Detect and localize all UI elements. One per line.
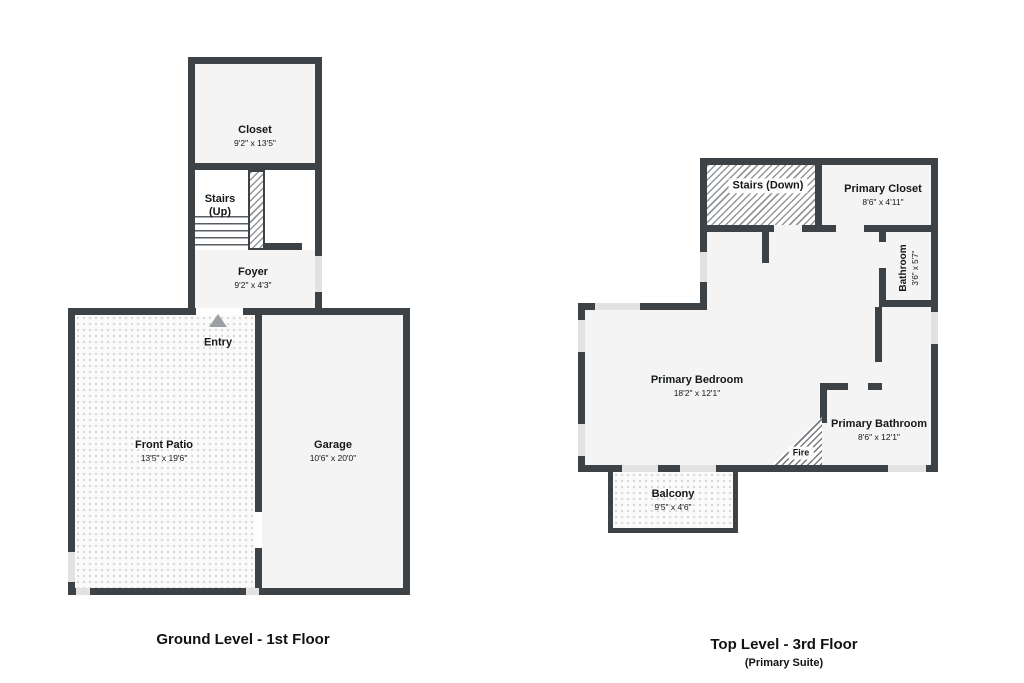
room-dims: 9'2" x 4'3" bbox=[234, 280, 272, 291]
window-marker bbox=[246, 588, 259, 595]
room-name: Balcony bbox=[651, 488, 695, 501]
primary-bathroom-wall bbox=[868, 383, 882, 390]
window-marker bbox=[68, 552, 75, 582]
wall bbox=[188, 163, 322, 170]
room-dims: 13'5" x 19'6" bbox=[140, 453, 188, 464]
room-name: Primary Bedroom bbox=[650, 374, 744, 387]
room-name: Fire bbox=[788, 446, 814, 460]
window-marker bbox=[76, 588, 90, 595]
stairs-down-hatch bbox=[707, 165, 815, 225]
patio-garage-divider-wall bbox=[255, 308, 262, 512]
bathroom-wall bbox=[879, 232, 886, 242]
front-patio-floor bbox=[75, 315, 255, 588]
wall bbox=[243, 308, 410, 315]
room-name: Entry bbox=[203, 336, 233, 349]
wall bbox=[403, 308, 410, 595]
wall bbox=[762, 225, 769, 263]
wall bbox=[315, 57, 322, 315]
ground-floor-title: Ground Level - 1st Floor bbox=[156, 631, 330, 648]
wall bbox=[68, 588, 410, 595]
room-label-balcony: Balcony 9'5" x 4'6" bbox=[652, 488, 695, 514]
room-label-primary-closet: Primary Closet 8'6" x 4'11" bbox=[844, 183, 922, 209]
room-dims: 9'5" x 4'6" bbox=[654, 502, 692, 513]
room-label-stairs-up: Stairs (Up) bbox=[193, 193, 247, 219]
balcony-floor bbox=[613, 472, 733, 528]
top-floor-subtitle: (Primary Suite) bbox=[744, 657, 824, 670]
room-label-garage: Garage 10'6" x 20'0" bbox=[310, 439, 357, 465]
wall bbox=[700, 158, 707, 310]
stairs-up-treads bbox=[195, 216, 248, 250]
balcony-wall bbox=[733, 472, 738, 533]
wall bbox=[864, 225, 938, 232]
foyer-floor bbox=[195, 250, 315, 308]
window-marker bbox=[700, 252, 707, 282]
room-name: Foyer bbox=[238, 266, 268, 279]
window-marker bbox=[578, 424, 585, 456]
wall bbox=[578, 303, 585, 472]
window-marker bbox=[888, 465, 926, 472]
wall bbox=[188, 57, 195, 315]
wall bbox=[188, 57, 322, 64]
room-label-foyer: Foyer 9'2" x 4'3" bbox=[234, 266, 271, 292]
room-label-stairs-down: Stairs (Down) bbox=[728, 178, 808, 194]
top-floor-title: Top Level - 3rd Floor (Primary Suite) bbox=[710, 636, 857, 671]
room-label-front-patio: Front Patio 13'5" x 19'6" bbox=[135, 439, 193, 465]
garage-floor bbox=[262, 315, 403, 588]
room-label-closet: Closet 9'2" x 13'5" bbox=[234, 124, 276, 150]
bathroom-wall bbox=[879, 268, 886, 307]
room-dims: 18'2" x 12'1" bbox=[673, 388, 721, 399]
primary-bathroom-wall bbox=[820, 383, 827, 423]
closet-floor bbox=[195, 64, 315, 163]
window-marker bbox=[931, 312, 938, 344]
room-name: Primary Bathroom bbox=[831, 418, 927, 431]
room-name: Primary Closet bbox=[844, 183, 922, 196]
room-label-bathroom: Bathroom 3'6" x 5'7" bbox=[898, 244, 922, 291]
wall bbox=[68, 308, 196, 315]
patio-garage-divider-wall bbox=[255, 548, 262, 595]
wall bbox=[875, 307, 882, 362]
primary-bathroom-wall bbox=[820, 383, 848, 390]
room-label-primary-bedroom: Primary Bedroom 18'2" x 12'1" bbox=[651, 374, 743, 400]
wall bbox=[578, 303, 707, 310]
room-name: Closet bbox=[238, 124, 272, 137]
stair-wall-hatch bbox=[248, 170, 265, 250]
bathroom-wall bbox=[879, 300, 938, 307]
wall bbox=[802, 225, 822, 232]
room-name: Garage bbox=[314, 439, 352, 452]
window-marker bbox=[315, 256, 322, 292]
wall bbox=[822, 225, 836, 232]
top-floor-title-text: Top Level - 3rd Floor bbox=[710, 636, 858, 653]
entry-arrow-icon bbox=[209, 314, 227, 327]
room-dims: 9'2" x 13'5" bbox=[234, 138, 276, 149]
window-marker bbox=[595, 303, 640, 310]
wall bbox=[578, 465, 938, 472]
fireplace-label: Fire bbox=[788, 446, 814, 460]
room-dims: 8'6" x 12'1" bbox=[858, 432, 900, 443]
window-marker bbox=[578, 320, 585, 352]
room-name: Stairs (Down) bbox=[728, 178, 808, 194]
stairs-closet-divider-wall bbox=[815, 158, 822, 232]
wall bbox=[700, 225, 774, 232]
room-label-primary-bathroom: Primary Bathroom 8'6" x 12'1" bbox=[831, 418, 927, 444]
room-name: Front Patio bbox=[134, 439, 194, 452]
balcony-wall bbox=[608, 472, 613, 533]
entry-label: Entry bbox=[204, 336, 232, 349]
room-dims: 10'6" x 20'0" bbox=[309, 453, 357, 464]
wall bbox=[265, 243, 302, 250]
room-dims: 8'6" x 4'11" bbox=[862, 197, 904, 208]
room-name: Bathroom bbox=[898, 244, 909, 292]
wall bbox=[68, 308, 75, 595]
balcony-door-marker bbox=[622, 465, 658, 472]
balcony-door-marker bbox=[680, 465, 716, 472]
balcony-wall bbox=[608, 528, 738, 533]
room-dims: 3'6" x 5'7" bbox=[911, 250, 920, 286]
room-name: Stairs (Up) bbox=[204, 192, 236, 218]
